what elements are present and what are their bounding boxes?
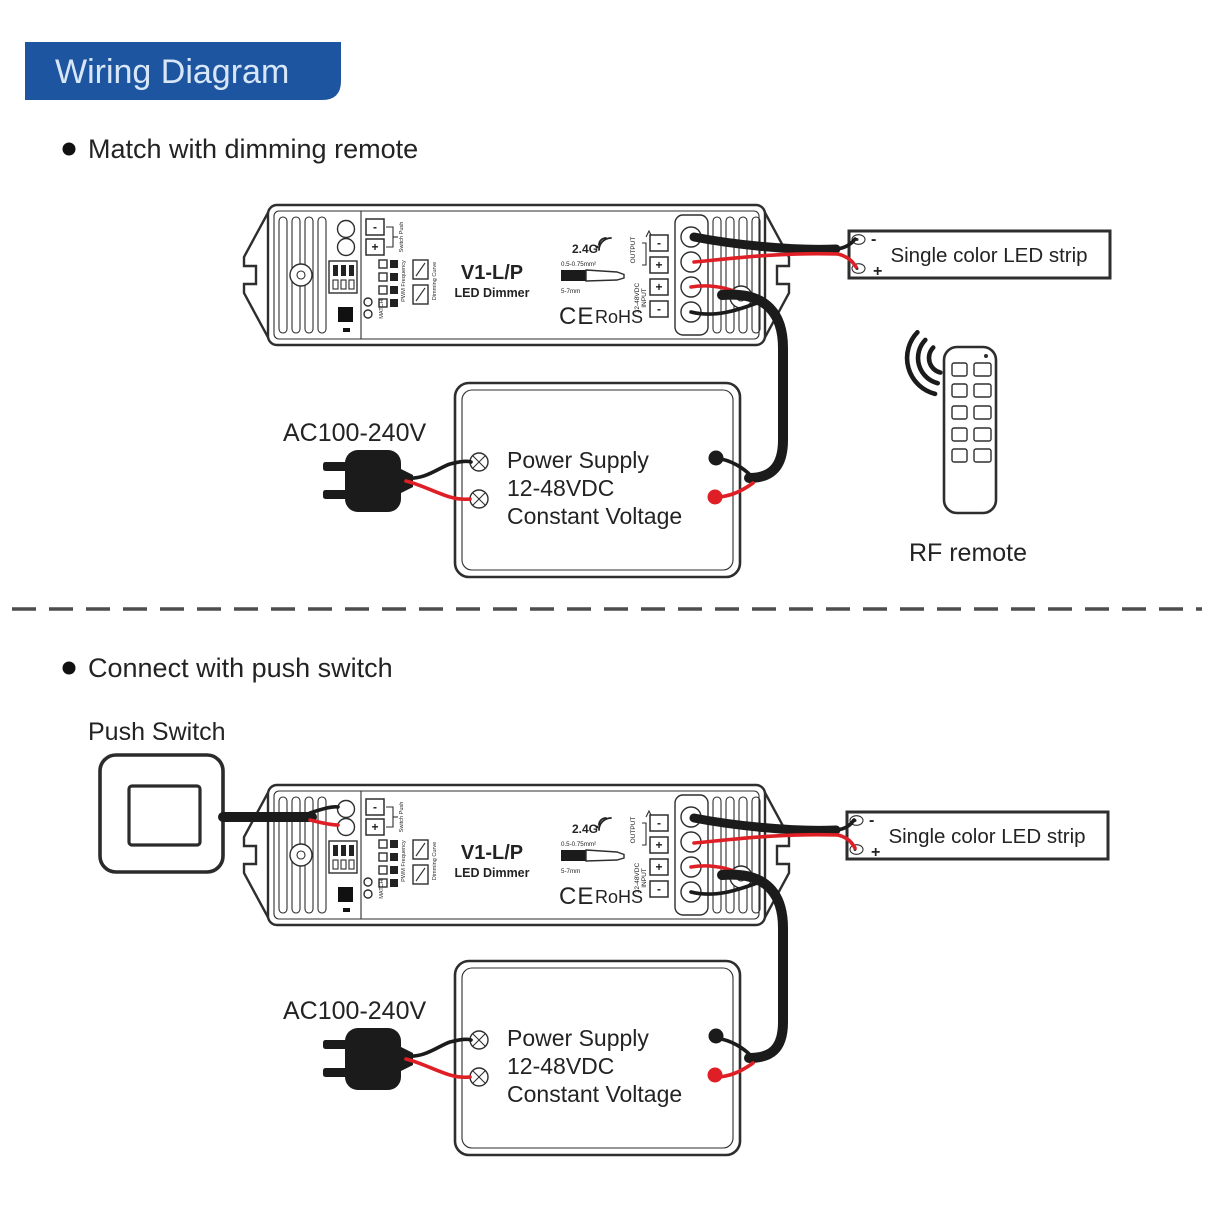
remote-button: [973, 405, 992, 420]
rf-remote: RF remote: [904, 330, 1027, 567]
remote-button: [973, 383, 992, 398]
wire-psu-red: [714, 1061, 755, 1079]
section-2-title: Connect with push switch: [88, 653, 393, 683]
push-switch-label: Push Switch: [88, 718, 226, 746]
rf-signal-icon: [904, 330, 943, 397]
wire-switch-red: [308, 818, 340, 827]
section-1-title: Match with dimming remote: [88, 134, 418, 164]
power-supply-1: [453, 381, 742, 579]
wire-strip-hook-red: [836, 252, 858, 269]
wire-ac-black: [404, 459, 473, 480]
remote-buttons: [951, 362, 992, 463]
section-1-heading: Match with dimming remote: [62, 134, 418, 164]
wire-ac-black: [404, 1037, 473, 1058]
power-cable: [717, 869, 788, 1063]
remote-button: [951, 362, 968, 377]
remote-button: [973, 448, 992, 463]
power-supply-2: [453, 959, 742, 1157]
ac-input-label-2: AC100-240V: [283, 997, 426, 1025]
wire-psu-black: [714, 1036, 754, 1059]
ac-input-label-1: AC100-240V: [283, 419, 426, 447]
bullet-icon: [62, 661, 76, 675]
wire-input-black: [689, 301, 759, 316]
remote-button: [973, 362, 992, 377]
wire-ac-red: [404, 1057, 472, 1080]
wire-input-black: [689, 881, 759, 896]
wire-strip-hook-red: [836, 833, 857, 850]
wires-section-1: [404, 232, 858, 502]
wire-output-red: [692, 832, 840, 845]
wire-psu-red: [714, 481, 755, 499]
remote-button: [951, 405, 968, 420]
wire-strip-hook-black: [834, 818, 856, 832]
ac-plug-2: [323, 1028, 413, 1090]
wires-section-2: [218, 805, 857, 1080]
wire-output-black: [689, 232, 841, 254]
led-strip-2: [845, 810, 1110, 863]
wire-ac-red: [404, 479, 472, 502]
page-title: Wiring Diagram: [55, 53, 289, 91]
wire-switch-black: [308, 805, 340, 815]
led-strip-1: [847, 229, 1112, 282]
wire-strip-hook-black: [834, 237, 857, 251]
remote-button: [973, 427, 992, 442]
section-2-heading: Connect with push switch: [62, 653, 393, 683]
dimmer-controller-1: [242, 203, 791, 347]
wire-output-red: [692, 251, 840, 264]
push-switch-button: [127, 784, 202, 847]
dimmer-controller-2: [242, 783, 791, 927]
remote-button: [951, 448, 968, 463]
remote-led: [984, 354, 988, 358]
wire-psu-black: [714, 456, 754, 479]
ac-plug-1: [323, 450, 413, 512]
bullet-icon: [62, 142, 76, 156]
title-banner: Wiring Diagram: [25, 42, 341, 100]
wire-output-black: [689, 813, 841, 835]
remote-button: [951, 427, 968, 442]
rf-remote-label: RF remote: [909, 539, 1027, 567]
remote-button: [951, 383, 968, 398]
power-cable: [717, 289, 788, 483]
push-switch: [98, 753, 225, 874]
